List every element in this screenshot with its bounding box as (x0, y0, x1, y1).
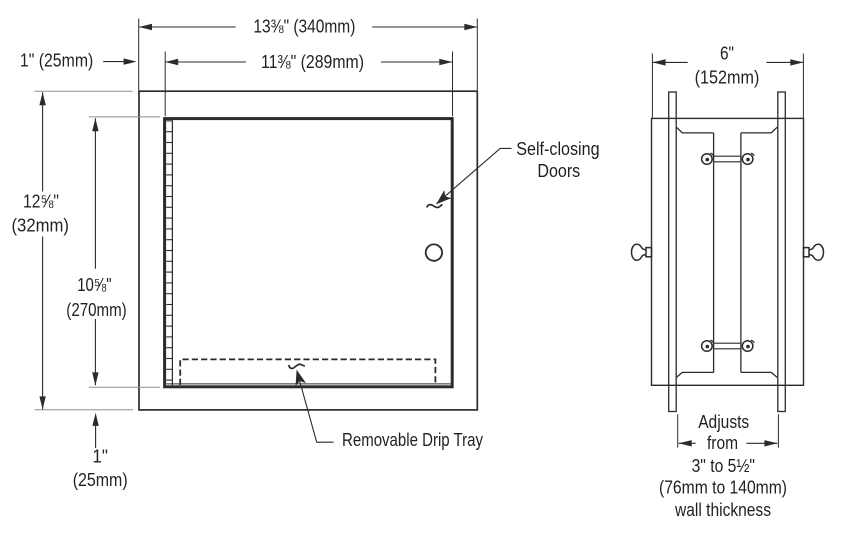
svg-text:1": 1" (92, 447, 108, 467)
svg-text:Self-closing: Self-closing (516, 139, 599, 159)
svg-text:13⅜" (340mm): 13⅜" (340mm) (253, 17, 355, 37)
svg-text:10⅝": 10⅝" (77, 275, 111, 295)
svg-text:(76mm to 140mm): (76mm to 140mm) (659, 478, 787, 498)
svg-text:(25mm): (25mm) (73, 470, 128, 490)
svg-text:wall thickness: wall thickness (674, 500, 771, 520)
svg-text:12⅝": 12⅝" (23, 192, 59, 212)
svg-text:3" to 5½": 3" to 5½" (692, 456, 755, 476)
svg-text:6": 6" (720, 43, 734, 63)
svg-text:1" (25mm): 1" (25mm) (20, 50, 93, 70)
svg-text:Removable Drip Tray: Removable Drip Tray (342, 430, 483, 450)
svg-text:(270mm): (270mm) (66, 300, 126, 320)
svg-text:from: from (707, 433, 738, 453)
svg-text:Adjusts: Adjusts (698, 412, 749, 432)
svg-text:11⅜" (289mm): 11⅜" (289mm) (261, 52, 364, 72)
svg-text:(152mm): (152mm) (695, 68, 760, 88)
svg-text:(32mm): (32mm) (12, 215, 69, 235)
svg-text:Doors: Doors (537, 161, 580, 181)
